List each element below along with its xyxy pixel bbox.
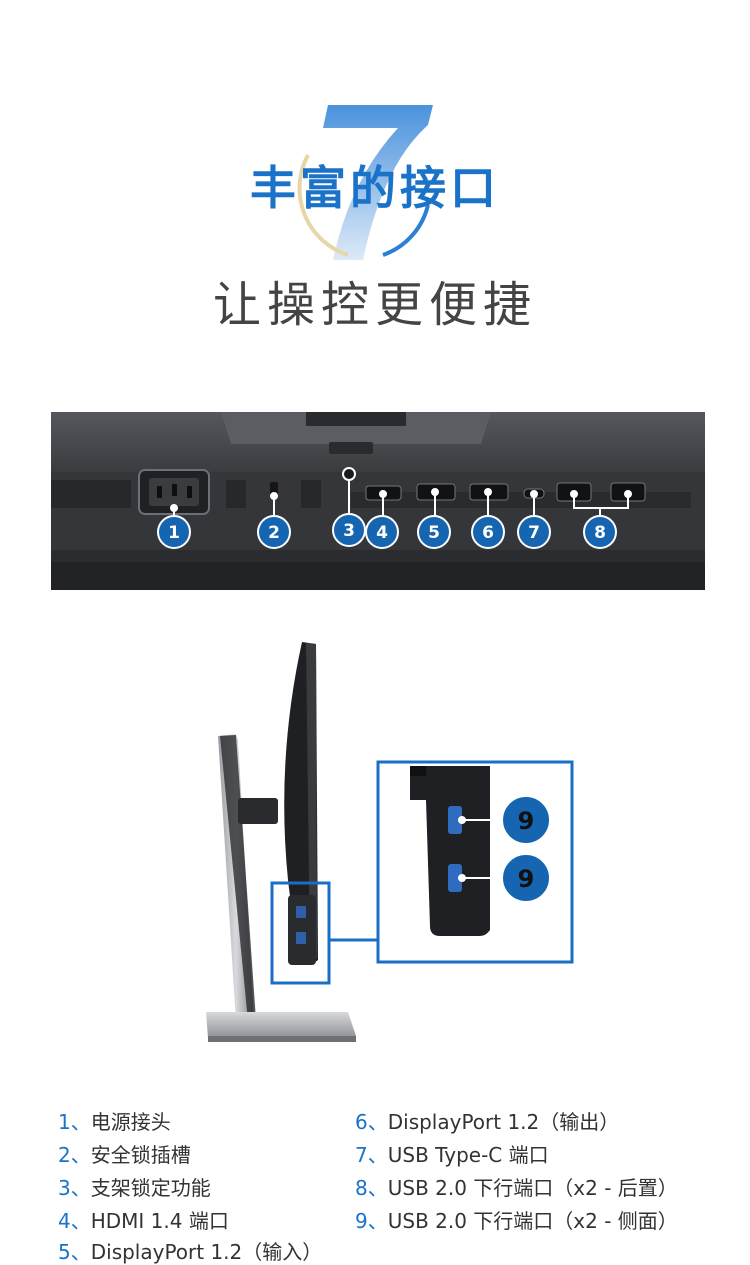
side-view-illustration: 9 9 bbox=[190, 640, 590, 1050]
hero-section: 丰富的接口 让操控更便捷 bbox=[0, 90, 750, 340]
callout-4: 4 bbox=[365, 515, 399, 549]
svg-text:7: 7 bbox=[528, 523, 540, 543]
legend-item-8: 8、USB 2.0 下行端口（x2 - 后置） bbox=[355, 1176, 678, 1200]
rear-callouts: 1 2 3 4 5 6 7 8 bbox=[157, 513, 617, 549]
callout-1: 1 bbox=[157, 515, 191, 549]
legend-item-1: 1、电源接头 bbox=[58, 1110, 171, 1134]
legend-item-9: 9、USB 2.0 下行端口（x2 - 侧面） bbox=[355, 1209, 678, 1233]
rear-panel-photo: 1 2 3 4 5 6 7 8 bbox=[51, 412, 705, 590]
legend-item-2: 2、安全锁插槽 bbox=[58, 1143, 191, 1167]
callout-9-lower: 9 bbox=[501, 853, 551, 903]
svg-text:1: 1 bbox=[168, 523, 180, 543]
seven-graphic bbox=[297, 105, 433, 260]
legend-item-7: 7、USB Type-C 端口 bbox=[355, 1143, 549, 1167]
callout-6: 6 bbox=[471, 515, 505, 549]
callout-2: 2 bbox=[257, 515, 291, 549]
callout-3: 3 bbox=[332, 513, 366, 547]
svg-text:6: 6 bbox=[482, 523, 494, 543]
svg-text:3: 3 bbox=[343, 521, 355, 541]
rear-panel-illustration bbox=[51, 412, 705, 590]
svg-text:4: 4 bbox=[376, 523, 388, 543]
monitor-side-graphic: 9 9 bbox=[206, 642, 574, 1042]
legend-item-3: 3、支架锁定功能 bbox=[58, 1176, 211, 1200]
legend-item-6: 6、DisplayPort 1.2（输出） bbox=[355, 1110, 620, 1134]
port-legend: 1、电源接头 2、安全锁插槽 3、支架锁定功能 4、HDMI 1.4 端口 5、… bbox=[0, 1100, 750, 1264]
headline: 丰富的接口 bbox=[250, 161, 500, 215]
svg-text:9: 9 bbox=[518, 865, 535, 893]
callout-7: 7 bbox=[517, 515, 551, 549]
subheadline: 让操控更便捷 bbox=[212, 277, 537, 333]
callout-9-upper: 9 bbox=[501, 795, 551, 845]
callout-5: 5 bbox=[417, 515, 451, 549]
callout-8: 8 bbox=[583, 515, 617, 549]
svg-text:8: 8 bbox=[594, 523, 606, 543]
legend-item-5: 5、DisplayPort 1.2（输入） bbox=[58, 1240, 323, 1264]
svg-text:5: 5 bbox=[428, 523, 440, 543]
svg-text:2: 2 bbox=[268, 523, 280, 543]
legend-item-4: 4、HDMI 1.4 端口 bbox=[58, 1209, 229, 1233]
svg-text:9: 9 bbox=[518, 807, 535, 835]
